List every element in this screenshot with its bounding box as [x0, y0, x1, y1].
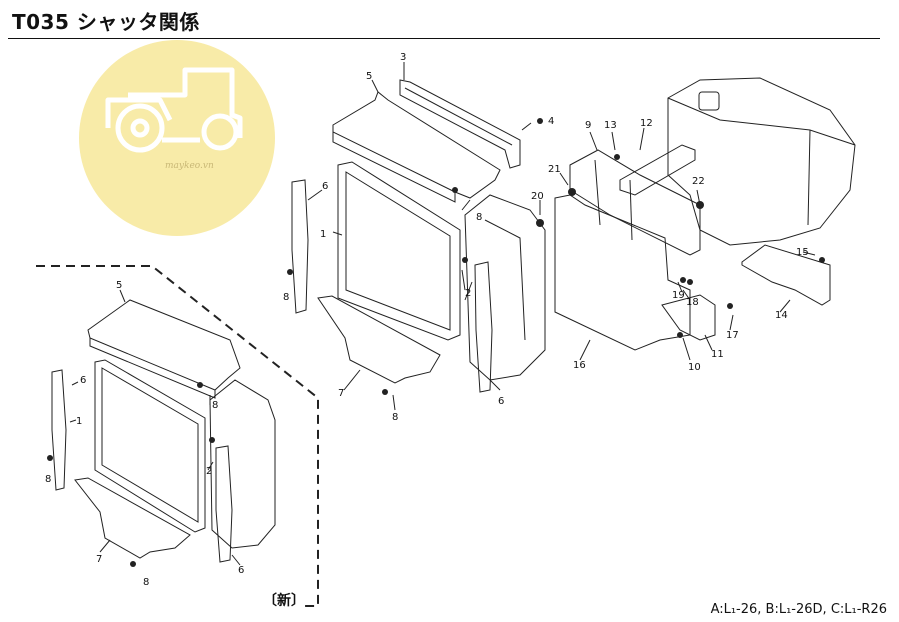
part-6-bracket-lower-right — [215, 445, 233, 563]
label-part-21: 21 — [548, 164, 561, 175]
tractor-icon — [105, 67, 243, 153]
part-3-bracket — [399, 79, 521, 169]
label-part-5-new: 5 — [116, 280, 122, 291]
label-part-4: 4 — [548, 116, 554, 127]
label-part-2-new: 2 — [206, 466, 212, 477]
label-part-6-new: 6 — [80, 375, 86, 386]
part-14-cover — [741, 244, 831, 306]
part-9-frame — [569, 149, 701, 256]
new-version-label: 〔新〕 — [263, 593, 305, 609]
part-6-bracket-lower-left — [51, 369, 67, 491]
label-part-8b: 8 — [283, 292, 289, 303]
label-part-17: 17 — [726, 330, 739, 341]
title-rule — [8, 38, 880, 39]
label-part-8: 8 — [476, 212, 482, 223]
label-part-20: 20 — [531, 191, 544, 202]
label-part-7: 7 — [338, 388, 344, 399]
part-12-rail — [619, 144, 696, 196]
label-part-5: 5 — [366, 71, 372, 82]
label-part-8c-new: 8 — [143, 577, 149, 588]
watermark: maykeo.vn — [79, 40, 275, 236]
label-part-6: 6 — [322, 181, 328, 192]
radiator-tank-lower — [209, 379, 276, 549]
label-part-8b-new: 8 — [45, 474, 51, 485]
label-part-9: 9 — [585, 120, 591, 131]
label-part-6b-new: 6 — [238, 565, 244, 576]
label-part-1: 1 — [320, 229, 326, 240]
label-part-14: 14 — [775, 310, 788, 321]
label-part-11: 11 — [711, 349, 724, 360]
watermark-text: maykeo.vn — [165, 161, 214, 171]
label-part-3: 3 — [400, 52, 406, 63]
part-5-cover-lower — [87, 299, 241, 391]
part-6-bracket-upper-right — [474, 261, 493, 393]
part-1-radiator-lower — [94, 359, 206, 533]
label-part-7-new: 7 — [96, 554, 102, 565]
label-part-8c: 8 — [392, 412, 398, 423]
label-part-10: 10 — [688, 362, 701, 373]
label-part-18: 18 — [686, 297, 699, 308]
label-part-2: 2 — [465, 288, 471, 299]
part-5-cover-upper — [332, 91, 501, 199]
label-part-6b: 6 — [498, 396, 504, 407]
radiator-tank-upper — [464, 194, 546, 381]
part-16-shutter-plate — [554, 194, 691, 351]
part-6-bracket-upper-left — [291, 179, 309, 314]
new-version-boundary — [36, 265, 319, 607]
label-part-8-new: 8 — [212, 400, 218, 411]
part-1-radiator-upper — [337, 161, 461, 341]
label-part-1-new: 1 — [76, 416, 82, 427]
label-part-16: 16 — [573, 360, 586, 371]
part-7-shroud-lower — [74, 477, 191, 559]
label-part-22: 22 — [692, 176, 705, 187]
label-part-12: 12 — [640, 118, 653, 129]
label-part-15: 15 — [796, 247, 809, 258]
page-title: T035 シャッタ関係 — [12, 10, 200, 34]
fuel-tank — [667, 77, 856, 246]
part-11-bracket — [661, 294, 716, 341]
label-part-19: 19 — [672, 290, 685, 301]
fasteners — [47, 118, 825, 567]
part-7-shroud-upper — [317, 295, 441, 384]
label-part-13: 13 — [604, 120, 617, 131]
model-variants-note: A:L₁-26, B:L₁-26D, C:L₁-R26 — [710, 602, 887, 617]
